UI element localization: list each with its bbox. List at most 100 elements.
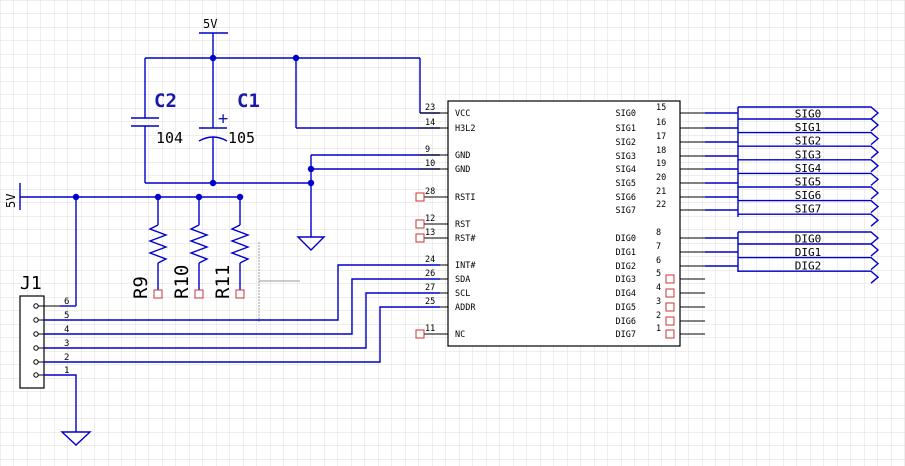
j1-name: J1 bbox=[20, 273, 42, 294]
capacitor-c2[interactable]: C2 104 bbox=[131, 58, 183, 183]
j1-pin-3[interactable] bbox=[33, 345, 39, 351]
ic-pin-name: SIG1 bbox=[616, 124, 636, 134]
ic-pin-name: SIG3 bbox=[616, 152, 636, 162]
ic-pin-number: 1 bbox=[656, 324, 661, 334]
net-label: SIG3 bbox=[795, 148, 822, 161]
j1-pin-4[interactable] bbox=[33, 331, 39, 337]
r11-name: R11 bbox=[212, 265, 234, 299]
c2-value: 104 bbox=[156, 129, 183, 147]
ic-pin-number: 17 bbox=[656, 132, 666, 142]
ic-body[interactable] bbox=[447, 100, 681, 347]
j1-pin-number: 6 bbox=[64, 297, 69, 307]
ic-pin-number: 3 bbox=[656, 297, 661, 307]
cursor-crosshair bbox=[258, 242, 300, 322]
ic-pin-number: 18 bbox=[656, 146, 666, 156]
j1-pin-5[interactable] bbox=[33, 317, 39, 323]
ic-pin-number: 22 bbox=[656, 200, 666, 210]
j1-pin-2[interactable] bbox=[33, 359, 39, 365]
ic-pin-number: 19 bbox=[656, 159, 666, 169]
net-label: SIG5 bbox=[795, 176, 822, 189]
j1-pin-number: 1 bbox=[64, 366, 69, 376]
ic-pin-name: SDA bbox=[455, 275, 470, 285]
ic-pin-name: H3L2 bbox=[455, 124, 475, 134]
resistor-r10[interactable]: R10 bbox=[171, 197, 209, 299]
ic-pin-name: DIG3 bbox=[616, 275, 636, 285]
j1-pin-number: 3 bbox=[64, 339, 69, 349]
net-label: SIG7 bbox=[795, 203, 822, 216]
ic-pin-number: 4 bbox=[656, 283, 661, 293]
top-rail-wires[interactable] bbox=[145, 54, 440, 129]
ic-pin-number: 27 bbox=[425, 283, 435, 293]
resistor-r9[interactable]: R9 bbox=[130, 197, 168, 299]
no-connect-marker bbox=[415, 219, 425, 229]
ic-pin-number: 23 bbox=[425, 103, 435, 113]
ic-pin-name: VCC bbox=[455, 109, 470, 119]
i2c-bus-wires[interactable] bbox=[44, 264, 440, 446]
c2-name: C2 bbox=[154, 90, 177, 112]
ic-pin-number: 6 bbox=[656, 256, 661, 266]
ground-symbol-upper bbox=[296, 236, 326, 251]
ic-pin-number: 5 bbox=[656, 269, 661, 279]
net-label: SIG4 bbox=[795, 162, 822, 175]
r10-name: R10 bbox=[171, 265, 193, 299]
ic-pin-number: 13 bbox=[425, 228, 435, 238]
j1-pin-1[interactable] bbox=[33, 372, 39, 378]
ic-pin-number: 10 bbox=[425, 159, 435, 169]
ic-pin-number: 12 bbox=[425, 214, 435, 224]
c1-name: C1 bbox=[237, 90, 260, 112]
c1-polarity: + bbox=[218, 109, 228, 129]
r9-name: R9 bbox=[130, 276, 152, 299]
ic-pin-name: GND bbox=[455, 151, 470, 161]
ic-pin-number: 11 bbox=[425, 324, 435, 334]
net-labels: SIG0SIG1SIG2SIG3SIG4SIG5SIG6SIG7DIG0DIG1… bbox=[705, 106, 880, 284]
ic-pin-name: DIG6 bbox=[616, 317, 636, 327]
left-power-rail[interactable]: 5V bbox=[4, 183, 244, 307]
ic-pin-name: SCL bbox=[455, 289, 470, 299]
ic-pin-name: DIG5 bbox=[616, 303, 636, 313]
ic-pin-number: 7 bbox=[656, 242, 661, 252]
no-connect-marker bbox=[415, 329, 425, 339]
ic-pin-number: 15 bbox=[656, 103, 666, 113]
ic-pin-name: SIG5 bbox=[616, 179, 636, 189]
ic-right-pins: 15SIG016SIG117SIG218SIG319SIG420SIG521SI… bbox=[616, 103, 705, 340]
ic-pin-name: RST# bbox=[455, 234, 476, 244]
capacitor-c1[interactable]: C1 + 105 bbox=[198, 58, 260, 183]
ic-pin-number: 14 bbox=[425, 118, 435, 128]
no-connect-marker bbox=[665, 329, 675, 339]
no-connect-marker bbox=[665, 288, 675, 298]
ic-pin-name: ADDR bbox=[455, 303, 476, 313]
ic-pin-number: 24 bbox=[425, 255, 435, 265]
ic-pin-name: DIG7 bbox=[616, 330, 636, 340]
ic-left-pins: 23VCC14H3L29GND10GND28RSTI12RST13RST#24I… bbox=[415, 103, 476, 340]
ic-pin-name: RST bbox=[455, 220, 470, 230]
ic-pin-name: NC bbox=[455, 330, 465, 340]
ic-pin-number: 26 bbox=[425, 269, 435, 279]
power-symbol-top[interactable]: 5V bbox=[199, 17, 228, 58]
ic-pin-name: DIG1 bbox=[616, 248, 636, 258]
no-connect-marker bbox=[665, 302, 675, 312]
ic-pin-name: DIG4 bbox=[616, 289, 636, 299]
net-label: SIG6 bbox=[795, 189, 822, 202]
ic-pin-number: 8 bbox=[656, 228, 661, 238]
net-label: SIG2 bbox=[795, 135, 822, 148]
ground-net[interactable] bbox=[145, 154, 440, 251]
net-label: SIG1 bbox=[795, 121, 822, 134]
resistor-r11[interactable]: R11 bbox=[212, 197, 250, 299]
ic-pin-number: 9 bbox=[425, 145, 430, 155]
no-connect-marker bbox=[665, 316, 675, 326]
c1-value: 105 bbox=[228, 129, 255, 147]
ic-pin-name: INT# bbox=[455, 261, 476, 271]
no-connect-marker bbox=[415, 233, 425, 243]
ic-pin-number: 25 bbox=[425, 297, 435, 307]
ic-pin-name: GND bbox=[455, 165, 470, 175]
ic-pin-name: RSTI bbox=[455, 193, 475, 203]
j1-pin-6[interactable] bbox=[33, 303, 39, 309]
no-connect-marker bbox=[415, 192, 425, 202]
no-connect-marker bbox=[665, 274, 675, 284]
ic-pin-name: SIG2 bbox=[616, 138, 636, 148]
ic-pin-number: 21 bbox=[656, 187, 666, 197]
ic-pin-number: 20 bbox=[656, 173, 666, 183]
j1-pin-number: 5 bbox=[64, 311, 69, 321]
